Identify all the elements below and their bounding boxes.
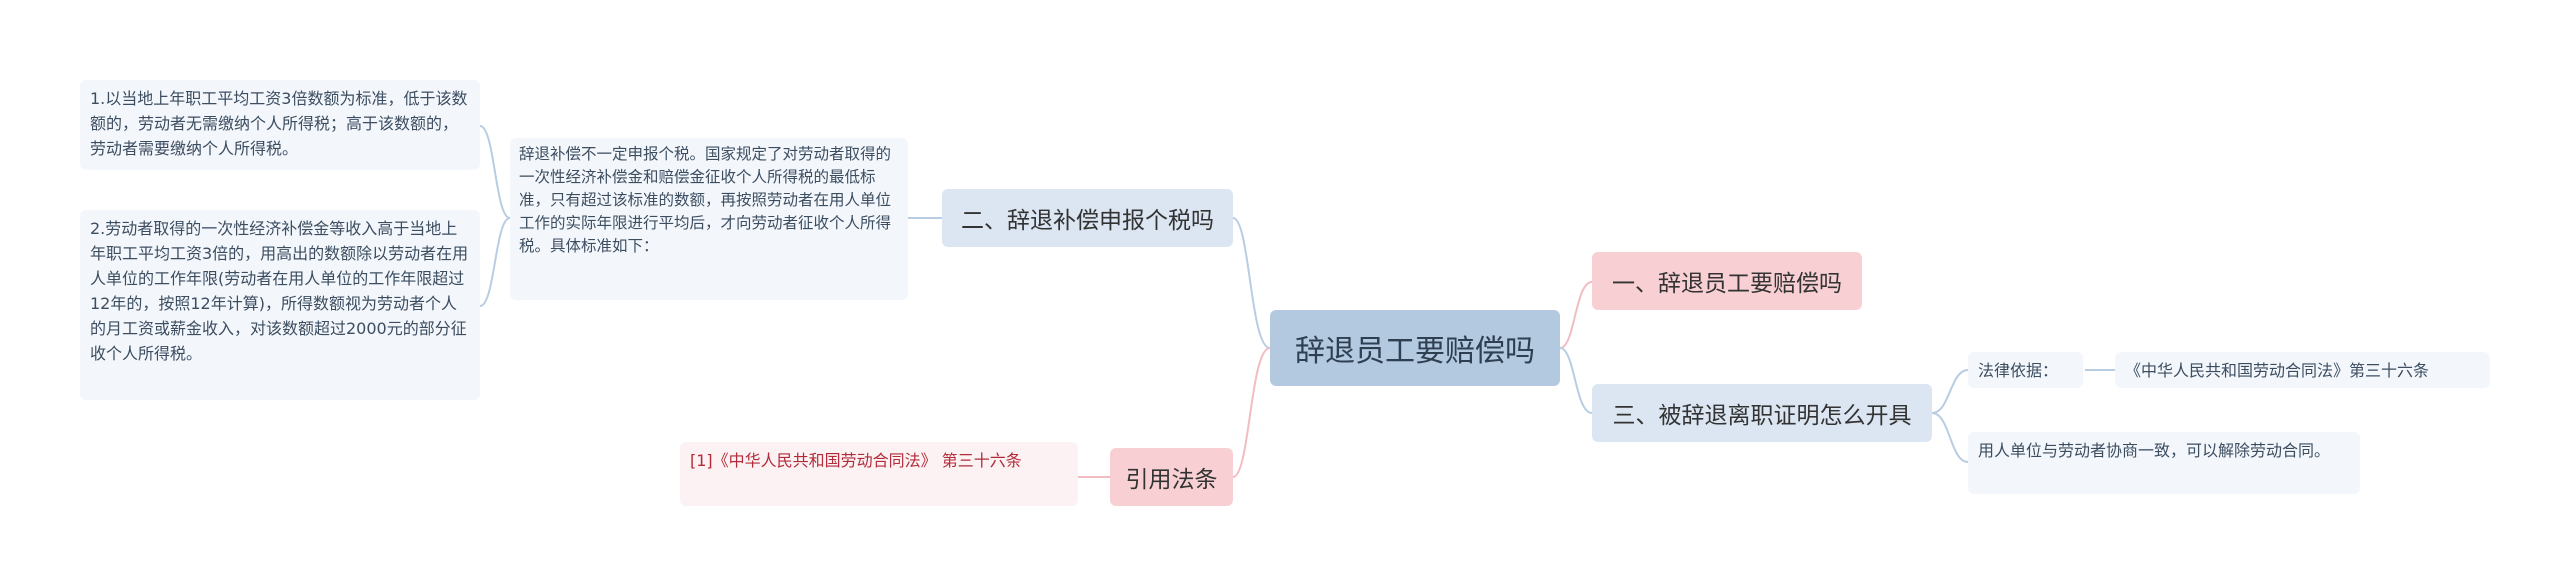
cited-law-reference[interactable]: [1]《中华人民共和国劳动合同法》 第三十六条 [680,442,1078,506]
branch-2-topic[interactable]: 二、辞退补偿申报个税吗 [942,189,1233,247]
legal-basis-label[interactable]: 法律依据： [1968,352,2083,388]
legal-basis-law[interactable]: 《中华人民共和国劳动合同法》第三十六条 [2115,352,2490,388]
branch-4-topic[interactable]: 引用法条 [1110,448,1233,506]
branch-3-topic[interactable]: 三、被辞退离职证明怎么开具 [1592,384,1932,442]
termination-consensus-note[interactable]: 用人单位与劳动者协商一致，可以解除劳动合同。 [1968,432,2360,494]
tax-rule-item-1[interactable]: 1.以当地上年职工平均工资3倍数额为标准，低于该数额的，劳动者无需缴纳个人所得税… [80,80,480,170]
tax-rule-item-2[interactable]: 2.劳动者取得的一次性经济补偿金等收入高于当地上年职工平均工资3倍的，用高出的数… [80,210,480,400]
root-topic[interactable]: 辞退员工要赔偿吗 [1270,310,1560,386]
tax-explanation-note[interactable]: 辞退补偿不一定申报个税。国家规定了对劳动者取得的一次性经济补偿金和赔偿金征收个人… [510,138,908,300]
branch-1-topic[interactable]: 一、辞退员工要赔偿吗 [1592,252,1862,310]
